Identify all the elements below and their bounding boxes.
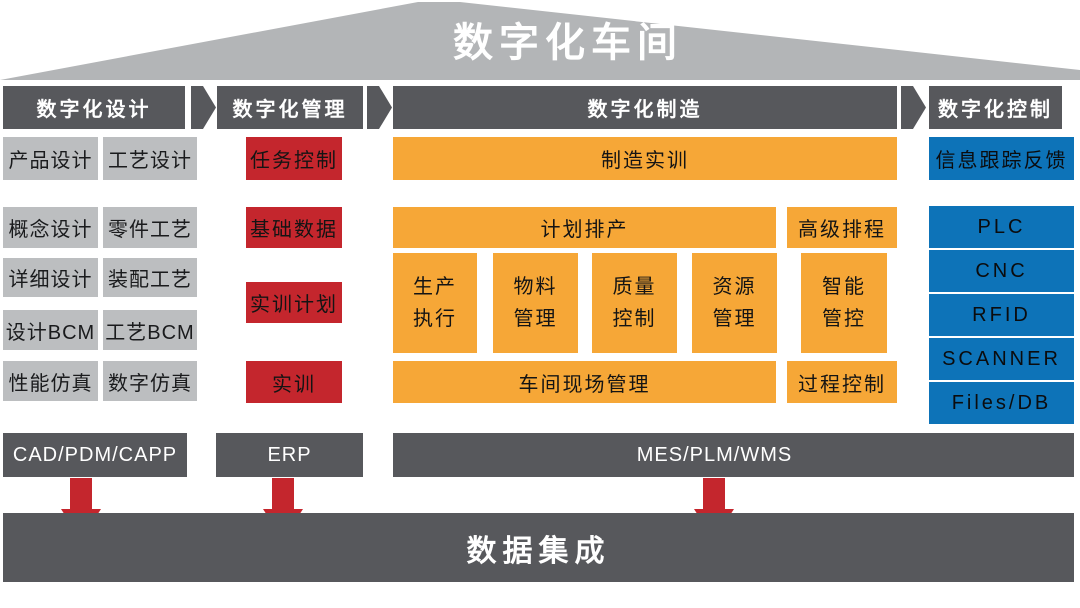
management-item: 任务控制 — [246, 137, 342, 180]
design-item: 详细设计 — [3, 258, 98, 297]
flow-arrow-icon — [901, 86, 926, 129]
design-item: 性能仿真 — [3, 361, 98, 401]
mfg-module: 质量 控制 — [592, 253, 677, 353]
mfg-module: 生产 执行 — [393, 253, 477, 353]
design-item: 数字仿真 — [103, 361, 197, 401]
mfg-module: 智能 管控 — [801, 253, 887, 353]
column-header-management: 数字化管理 — [217, 86, 363, 129]
mfg-advanced-scheduling-box: 高级排程 — [787, 207, 897, 248]
design-item: 零件工艺 — [103, 207, 197, 248]
integration-bar: 数据集成 — [3, 513, 1074, 582]
mfg-training-box: 制造实训 — [393, 137, 897, 180]
design-item: 产品设计 — [3, 137, 98, 180]
mfg-module: 资源 管理 — [692, 253, 777, 353]
design-item: 设计BCM — [3, 310, 98, 350]
flow-arrow-icon — [191, 86, 216, 129]
management-item: 实训 — [246, 361, 342, 403]
device-item: CNC — [929, 250, 1074, 292]
device-item: Files/DB — [929, 382, 1074, 424]
mfg-planning-box: 计划排产 — [393, 207, 776, 248]
system-bar-cad-pdm-capp: CAD/PDM/CAPP — [3, 433, 187, 477]
column-header-manufacturing: 数字化制造 — [393, 86, 897, 129]
design-item: 工艺设计 — [103, 137, 197, 180]
design-item: 概念设计 — [3, 207, 98, 248]
device-item: PLC — [929, 206, 1074, 248]
column-header-control: 数字化控制 — [929, 86, 1062, 129]
mfg-process-control-box: 过程控制 — [787, 361, 897, 403]
mfg-module: 物料 管理 — [493, 253, 578, 353]
banner-title: 数字化车间 — [453, 21, 683, 65]
roof-shape — [0, 2, 1080, 80]
device-item: RFID — [929, 294, 1074, 336]
system-bar-mes-plm-wms: MES/PLM/WMS — [393, 433, 1074, 477]
design-item: 装配工艺 — [103, 258, 197, 297]
system-bar-erp: ERP — [216, 433, 363, 477]
design-item: 工艺BCM — [103, 310, 197, 350]
management-item: 实训计划 — [246, 282, 342, 323]
flow-arrow-icon — [367, 86, 392, 129]
mfg-shopfloor-box: 车间现场管理 — [393, 361, 776, 403]
device-item: SCANNER — [929, 338, 1074, 380]
control-feedback-box: 信息跟踪反馈 — [929, 137, 1074, 180]
column-header-design: 数字化设计 — [3, 86, 185, 129]
management-item: 基础数据 — [246, 207, 342, 248]
